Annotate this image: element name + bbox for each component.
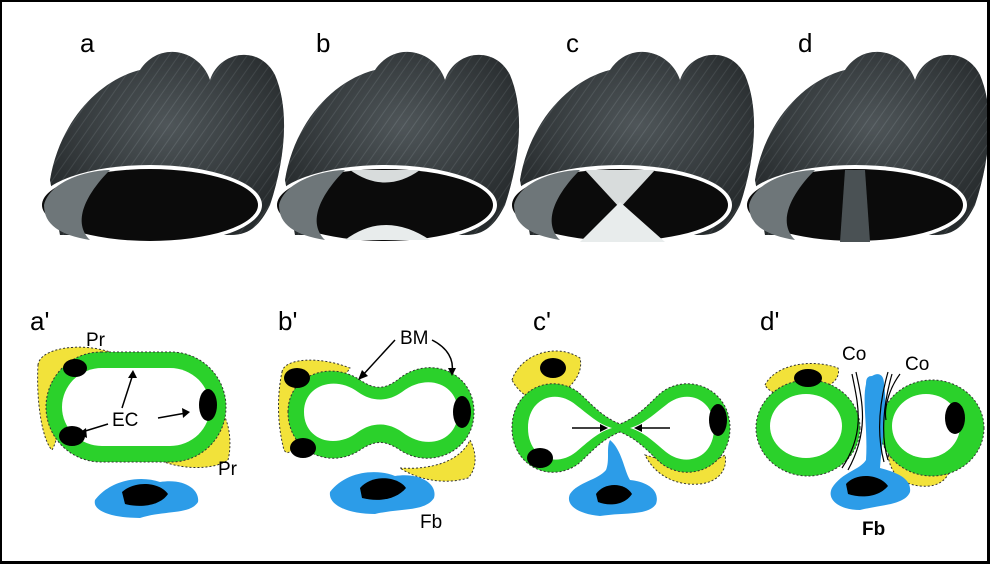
figure-border [0,0,990,564]
figure-stage: a b c d a' Pr Pr EC b [0,0,990,564]
